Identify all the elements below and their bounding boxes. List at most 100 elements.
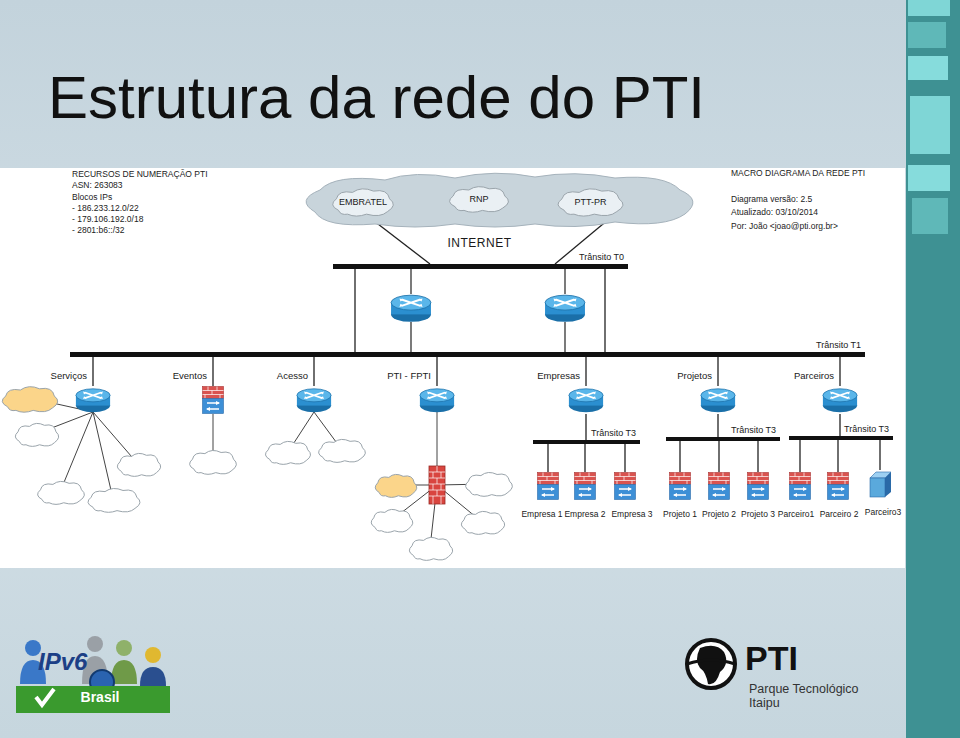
transit-bus: Trânsito T1 (70, 352, 865, 357)
node-label: Trânsito T3 (844, 424, 889, 434)
node-outline (823, 389, 857, 412)
node-label: Empresas (537, 371, 580, 382)
node-label: INTERNET (448, 237, 512, 251)
node-outline (790, 473, 811, 500)
logo-banner (16, 686, 170, 713)
transit-bus: Trânsito T3 (789, 436, 893, 440)
router-node: Parceiros (822, 386, 858, 414)
provider-cloud: PTT-PR (553, 186, 628, 218)
logo-ring (687, 640, 735, 688)
diagram-info: Atualizado: 03/10/2014 (731, 208, 818, 218)
server-node: Parceiro3 (868, 470, 892, 498)
node-shape (574, 472, 596, 500)
cloud (190, 450, 237, 474)
cloud (409, 537, 452, 560)
node-shape (537, 472, 559, 500)
node-label: Projeto 2 (702, 510, 736, 520)
switch-node: Parceiro1 (789, 472, 811, 500)
link-line (837, 440, 838, 472)
transit-bus: Trânsito T3 (666, 437, 780, 441)
switch-node: Empresa 2 (574, 472, 596, 500)
provider-cloud: RNP (445, 184, 513, 214)
node-label: Parceiros (794, 371, 834, 382)
wire (564, 322, 565, 352)
cloud (461, 511, 504, 534)
cloud (15, 423, 58, 446)
cloud (265, 441, 310, 464)
node-shape (789, 472, 811, 500)
node-outline (615, 473, 636, 500)
node-shape (708, 472, 730, 500)
node-outline (450, 187, 509, 213)
diagram-panel (0, 168, 905, 568)
side-stripe (908, 22, 946, 48)
node-outline (558, 189, 623, 216)
link-line (679, 441, 680, 472)
node-shape (202, 386, 224, 414)
node-outline (333, 189, 394, 216)
node-label: Parceiro 2 (820, 510, 859, 520)
node-label: Empresa 3 (611, 510, 652, 520)
cloud (466, 472, 513, 496)
logo-text: IPv6 (38, 648, 87, 676)
node-outline (420, 389, 454, 412)
router-node: Acesso (296, 386, 332, 414)
person-head (116, 640, 132, 656)
internet-cloud: INTERNETEMBRATELRNPPTT-PR (295, 172, 700, 228)
person-head (87, 636, 103, 652)
wire (60, 412, 93, 492)
wire (564, 269, 565, 294)
firewall-icon (429, 466, 445, 504)
node-outline (828, 473, 849, 500)
link-line (547, 444, 548, 472)
switch-node: Eventos (202, 386, 224, 414)
link-line (436, 357, 437, 386)
link-line (717, 414, 718, 437)
side-stripe (910, 96, 950, 154)
wire (437, 412, 438, 468)
transit-bus: Trânsito T0 (333, 264, 628, 269)
slide-title: Estrutura da rede do PTI (48, 63, 705, 132)
node-outline (701, 389, 735, 412)
link-line (313, 357, 314, 386)
node-outline (76, 389, 110, 412)
node-label: Trânsito T3 (591, 428, 636, 438)
node-shape (827, 472, 849, 500)
node-outline (306, 173, 693, 227)
router-node: PTI - FPTI (419, 386, 455, 414)
logo-swoosh (687, 660, 735, 664)
node-shape (296, 386, 332, 414)
logo-text: Parque Tecnológico Itaipu (749, 682, 861, 711)
node-shape (75, 386, 111, 414)
switch-node: Empresa 3 (614, 472, 636, 500)
node-label: Trânsito T3 (731, 425, 776, 435)
router-icon (545, 295, 585, 322)
node-shape (700, 386, 736, 414)
link-line (585, 357, 586, 386)
side-band (906, 0, 960, 738)
cloud-links (30, 398, 488, 548)
router-icon (391, 295, 431, 322)
side-stripe (908, 0, 950, 16)
node-label: PTI - FPTI (387, 371, 431, 382)
link-line (717, 357, 718, 386)
node-label: Empresa 1 (521, 510, 562, 520)
node-label: EMBRATEL (339, 197, 387, 207)
person-head (145, 647, 161, 663)
logo-text: PTI (745, 639, 798, 678)
node-label: Empresa 2 (564, 510, 605, 520)
wire (410, 269, 411, 294)
switch-node: Parceiro 2 (827, 472, 849, 500)
node-outline (575, 473, 596, 500)
router-node: Empresas (568, 386, 604, 414)
router-node: Serviços (75, 386, 111, 414)
node-shape (669, 472, 691, 500)
link-line (839, 357, 840, 386)
node-label: Eventos (173, 371, 207, 382)
node-label: Parceiro3 (865, 508, 901, 518)
link-line (604, 269, 605, 352)
provider-cloud: EMBRATEL (328, 186, 398, 218)
pti-logo (687, 640, 735, 688)
link-line (757, 441, 758, 472)
link-line (585, 414, 586, 440)
